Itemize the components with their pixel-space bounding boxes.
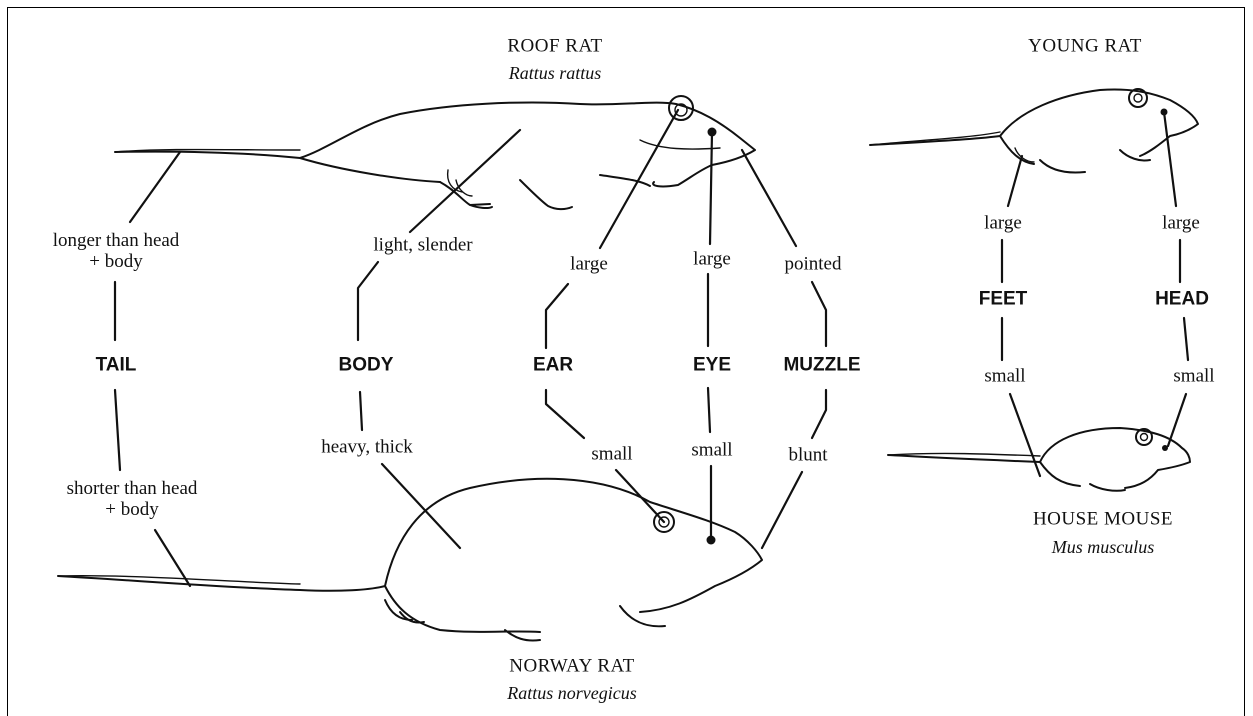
feet-trait-heading: FEET (979, 290, 1028, 311)
head-house-mouse-trait: small (1173, 367, 1214, 388)
tail-norway-rat-trait: shorter than head + body (67, 479, 198, 521)
house-mouse-name: HOUSE MOUSE (1033, 510, 1173, 531)
eye-trait-heading: EYE (693, 356, 731, 377)
house-mouse-latin-name: Mus musculus (1052, 538, 1155, 558)
house-mouse-illustration (888, 428, 1190, 491)
head-young-rat-trait: large (1162, 214, 1200, 235)
roof-rat-name: ROOF RAT (507, 37, 602, 58)
body-norway-rat-trait: heavy, thick (321, 438, 413, 459)
young-rat-name: YOUNG RAT (1028, 37, 1142, 58)
young-rat-illustration (870, 89, 1198, 173)
feet-house-mouse-trait: small (984, 367, 1025, 388)
roof-rat-latin-name: Rattus rattus (509, 64, 602, 84)
body-leader-lines (358, 130, 520, 548)
ear-trait-heading: EAR (533, 356, 573, 377)
muzzle-norway-rat-trait: blunt (788, 446, 827, 467)
head-trait-heading: HEAD (1155, 290, 1209, 311)
eye-norway-rat-trait: small (691, 441, 732, 462)
eye-leader-lines (708, 132, 712, 540)
muzzle-roof-rat-trait: pointed (785, 255, 842, 276)
tail-trait-heading: TAIL (96, 356, 137, 377)
body-trait-heading: BODY (339, 356, 394, 377)
feet-young-rat-trait: large (984, 214, 1022, 235)
ear-norway-rat-trait: small (591, 445, 632, 466)
norway-rat-name: NORWAY RAT (509, 657, 635, 678)
muzzle-leader-lines (742, 150, 826, 548)
tail-roof-rat-trait: longer than head + body (53, 231, 180, 273)
norway-rat-latin-name: Rattus norvegicus (507, 684, 636, 704)
muzzle-trait-heading: MUZZLE (783, 356, 860, 377)
roof-rat-illustration (115, 96, 755, 209)
eye-roof-rat-trait: large (693, 250, 731, 271)
head-leader-lines (1164, 112, 1188, 446)
body-roof-rat-trait: light, slender (373, 236, 472, 257)
ear-roof-rat-trait: large (570, 255, 608, 276)
feet-leader-lines (1002, 156, 1040, 476)
